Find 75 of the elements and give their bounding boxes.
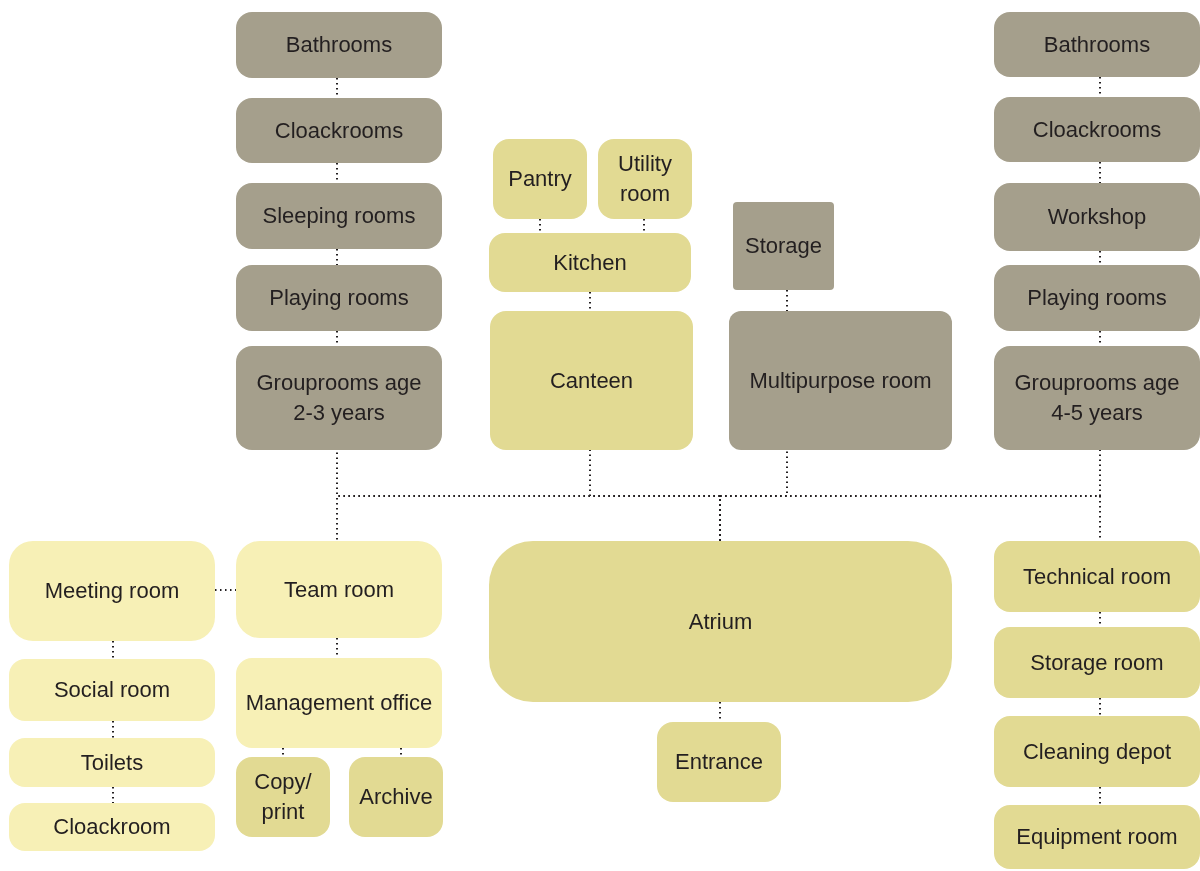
room-name: Copy/ print bbox=[253, 768, 313, 826]
room-box bbox=[994, 12, 1200, 77]
room-name: Technical room bbox=[1023, 562, 1171, 591]
room-box bbox=[489, 233, 691, 292]
room-box bbox=[994, 97, 1200, 162]
room-box bbox=[9, 738, 215, 787]
room-box bbox=[9, 659, 215, 721]
room-name: Sleeping rooms bbox=[262, 202, 416, 230]
room-box bbox=[236, 265, 442, 331]
room-name: Management office bbox=[245, 689, 433, 717]
room-name: Meeting room bbox=[44, 577, 180, 605]
room-name: Team room bbox=[283, 575, 394, 604]
room-box bbox=[733, 202, 834, 290]
dotted-connector bbox=[1099, 250, 1101, 266]
dotted-connector bbox=[643, 218, 645, 234]
room-box bbox=[349, 757, 443, 837]
room-box bbox=[236, 757, 330, 837]
room-name: Playing rooms bbox=[1027, 284, 1167, 312]
room-name: Grouprooms age 2-3 years bbox=[255, 369, 423, 427]
dotted-connector bbox=[400, 747, 402, 758]
room-box bbox=[236, 183, 442, 249]
room-box bbox=[994, 265, 1200, 331]
room-name: Canteen bbox=[549, 366, 634, 395]
room-name: Storage bbox=[744, 232, 823, 260]
room-box bbox=[657, 722, 781, 802]
room-name: Toilets bbox=[80, 748, 144, 777]
room-box bbox=[490, 311, 693, 450]
dotted-connector bbox=[282, 747, 284, 758]
dotted-connector bbox=[112, 786, 114, 804]
room-name: Cloackrooms bbox=[1032, 115, 1162, 144]
room-name: Cleaning depot bbox=[1023, 737, 1171, 766]
dotted-connector bbox=[1099, 697, 1101, 717]
room-box bbox=[236, 346, 442, 450]
room-name: Bathrooms bbox=[1043, 30, 1151, 59]
dotted-connector bbox=[336, 248, 338, 266]
room-name: Pantry bbox=[508, 165, 572, 193]
room-name: Multipurpose room bbox=[749, 366, 932, 395]
dotted-connector bbox=[1099, 786, 1101, 806]
room-box bbox=[598, 139, 692, 219]
dotted-connector bbox=[112, 640, 114, 660]
room-name: Bathrooms bbox=[285, 31, 393, 59]
room-name: Grouprooms age 4-5 years bbox=[1013, 369, 1181, 427]
dotted-connector bbox=[539, 218, 541, 234]
room-name: Storage room bbox=[1030, 648, 1164, 677]
dotted-connector bbox=[1099, 161, 1101, 184]
room-name: Atrium bbox=[688, 607, 753, 636]
room-name: Utility room bbox=[617, 150, 673, 208]
room-box bbox=[236, 541, 442, 638]
room-box bbox=[236, 98, 442, 163]
dotted-connector bbox=[786, 289, 788, 312]
room-name: Archive bbox=[359, 783, 433, 811]
dotted-connector bbox=[112, 720, 114, 739]
room-box bbox=[9, 541, 215, 641]
room-box bbox=[994, 716, 1200, 787]
room-name: Equipment room bbox=[1016, 823, 1178, 851]
room-name: Entrance bbox=[674, 748, 764, 776]
room-box bbox=[493, 139, 587, 219]
room-box bbox=[994, 541, 1200, 612]
room-name: Workshop bbox=[1047, 203, 1147, 231]
dotted-connector bbox=[589, 291, 591, 312]
room-name: Social room bbox=[53, 676, 171, 704]
room-box bbox=[236, 12, 442, 78]
room-box bbox=[994, 627, 1200, 698]
dotted-connector bbox=[336, 495, 721, 542]
room-name: Cloackroom bbox=[53, 813, 171, 841]
room-box bbox=[994, 346, 1200, 450]
room-name: Playing rooms bbox=[269, 284, 409, 312]
room-name: Cloackrooms bbox=[274, 116, 404, 145]
room-box bbox=[9, 803, 215, 851]
room-box bbox=[994, 183, 1200, 251]
room-box bbox=[994, 805, 1200, 869]
room-name: Kitchen bbox=[553, 248, 627, 277]
room-box bbox=[489, 541, 952, 702]
room-box bbox=[236, 658, 442, 748]
room-box bbox=[729, 311, 952, 450]
